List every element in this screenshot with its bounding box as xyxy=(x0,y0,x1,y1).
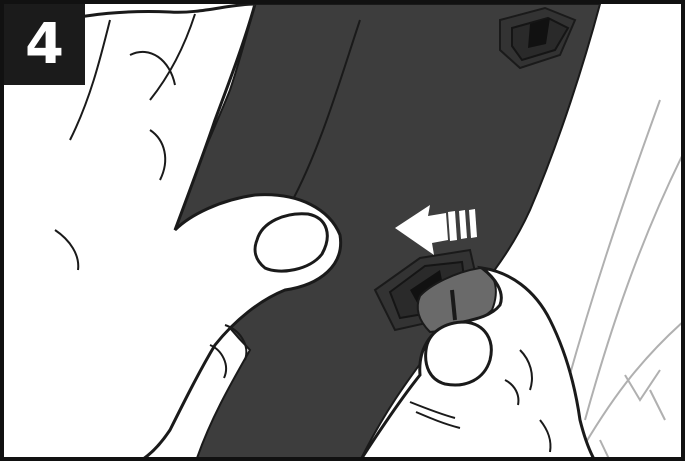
step-number-badge: 4 xyxy=(4,4,85,85)
right-thumbnail xyxy=(426,322,492,385)
